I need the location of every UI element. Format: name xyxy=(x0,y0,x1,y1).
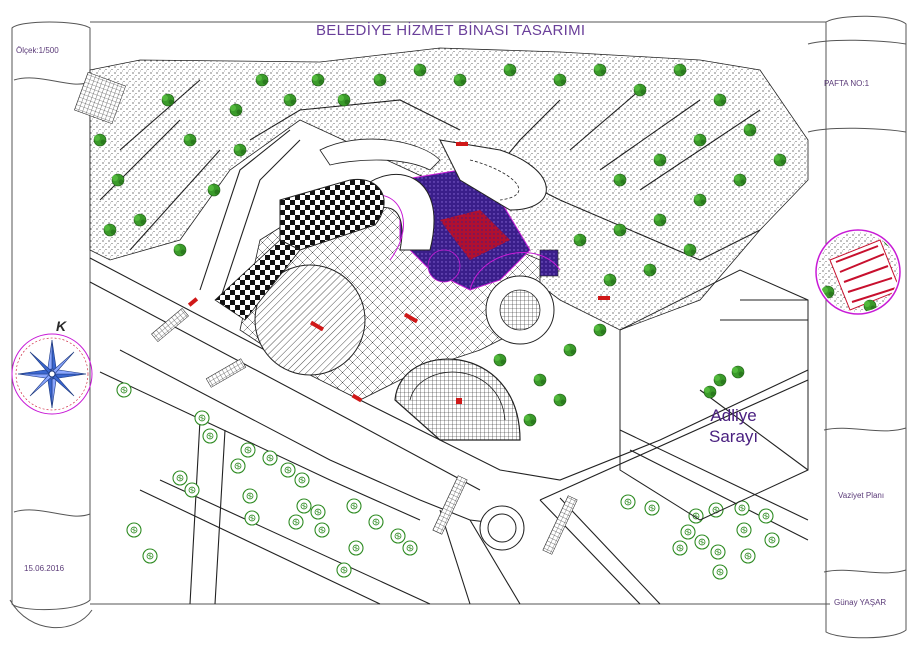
left-scroll-border xyxy=(9,21,830,629)
courthouse-label-line2: Sarayı xyxy=(709,427,759,446)
drawing-author: Günay YAŞAR xyxy=(834,598,887,607)
north-letter: K xyxy=(56,318,67,334)
sheet-number: PAFTA NO:1 xyxy=(824,79,870,88)
drawing-title: BELEDİYE HİZMET BİNASI TASARIMI xyxy=(316,22,586,39)
courthouse-label: Adliye Sarayı xyxy=(709,405,758,447)
scale-note: Ölçek:1/500 xyxy=(16,46,59,55)
compass-rose-icon xyxy=(11,333,93,415)
drawing-name: Vaziyet Planı xyxy=(838,491,885,500)
building-complex xyxy=(187,138,610,441)
courthouse-parcel xyxy=(619,269,809,521)
courthouse-label-line1: Adliye xyxy=(710,406,757,425)
right-scroll-border xyxy=(90,15,907,639)
roundabouts xyxy=(479,505,525,551)
crosswalks xyxy=(74,72,578,555)
location-key-plan-icon xyxy=(815,229,901,315)
drawing-date: 15.06.2016 xyxy=(24,564,65,573)
